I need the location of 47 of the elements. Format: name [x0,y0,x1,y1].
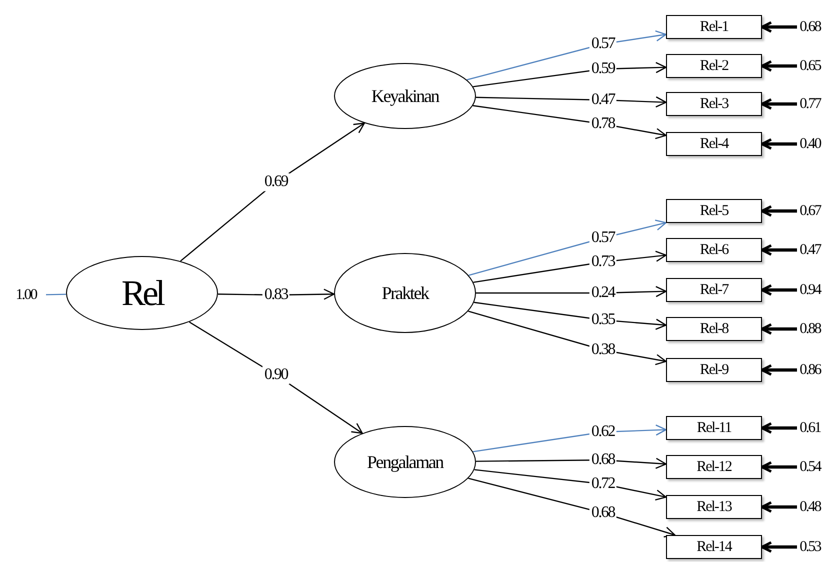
variance-value: 0.48 [797,497,823,517]
indicator-box: Rel-12 [666,455,762,479]
edge-label: 0.90 [262,366,290,384]
indicator-box: Rel-8 [666,317,762,341]
indicator-box: Rel-13 [666,495,762,519]
arrow [760,205,797,217]
indicator-box: Rel-2 [666,54,762,78]
arrow [760,60,797,72]
arrow [760,541,797,553]
indicator-box: Rel-7 [666,278,762,302]
arrow [760,98,797,110]
variance-value: 0.86 [797,360,823,380]
indicator-box: Rel-4 [666,132,762,156]
arrow [760,461,797,473]
variance-value: 0.94 [797,280,823,300]
latent-variable-ellipse: Pengalaman [334,426,476,498]
variance-value: 0.53 [797,537,823,557]
indicator-box: Rel-3 [666,92,762,116]
indicator-box: Rel-6 [666,238,762,262]
indicator-box: Rel-14 [666,535,762,559]
edge-label: 0.69 [262,173,290,191]
arrow [760,323,797,335]
arrow [760,422,797,434]
arrow [760,21,797,33]
variance-value: 0.88 [797,319,823,339]
arrow [760,501,797,513]
variance-value: 1.00 [6,285,46,305]
variance-value: 0.68 [797,17,823,37]
latent-variable-ellipse: Praktek [334,253,476,333]
arrow [760,364,797,376]
arrow [760,244,797,256]
variance-value: 0.47 [797,240,823,260]
variance-value: 0.65 [797,56,823,76]
latent-variable-ellipse: Keyakinan [334,63,476,129]
latent-variable-ellipse: Rel [66,256,218,330]
arrow [760,284,797,296]
variance-value: 0.67 [797,201,823,221]
variance-value: 0.54 [797,457,823,477]
connector-line [46,294,66,296]
variance-value: 0.40 [797,134,823,154]
indicator-box: Rel-1 [666,15,762,39]
indicator-box: Rel-9 [666,358,762,382]
variance-value: 0.77 [797,94,823,114]
variance-value: 0.61 [797,418,823,438]
arrow [760,138,797,150]
indicator-box: Rel-5 [666,199,762,223]
indicator-box: Rel-11 [666,416,762,440]
